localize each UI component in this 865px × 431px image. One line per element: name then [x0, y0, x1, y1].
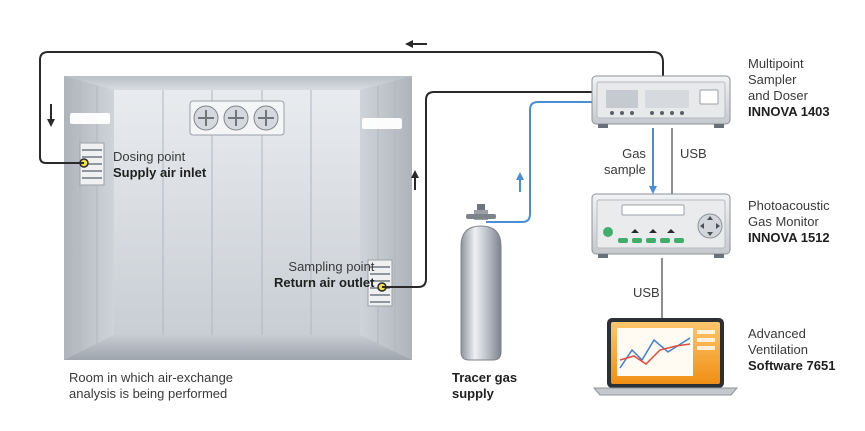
usb-lower-label: USB: [633, 285, 660, 301]
gas-sample-line1: Gas: [622, 146, 646, 161]
ceiling-light-right: [362, 118, 402, 129]
multipoint-sampler-device: [591, 75, 731, 128]
usb-lower-text: USB: [633, 285, 660, 300]
sampling-point-label: Sampling point Return air outlet: [274, 259, 374, 291]
gas-monitor-device: [591, 193, 731, 258]
room-caption: Room in which air-exchange analysis is b…: [69, 370, 233, 402]
tracer-gas-line1: Tracer gas: [452, 370, 518, 385]
sampler-line1: Multipoint: [748, 56, 804, 71]
dosing-point-text: Dosing point: [113, 149, 186, 164]
gas-sample-tube: [649, 128, 657, 194]
usb-upper-text: USB: [680, 146, 707, 161]
room-caption-line1: Room in which air-exchange: [69, 370, 234, 385]
software-model: Software 7651: [748, 358, 836, 373]
vent-grille-icon: [79, 142, 105, 186]
gas-sample-label: Gas sample: [604, 146, 646, 178]
flow-arrow-icon: [516, 172, 524, 192]
sampling-point-text: Sampling point: [288, 259, 375, 274]
software-label: Advanced Ventilation Software 7651: [748, 326, 835, 374]
dosing-tube: [39, 51, 664, 164]
flow-arrow-icon: [411, 170, 419, 190]
gas-cylinder-icon: [460, 204, 502, 361]
supply-air-inlet-text: Supply air inlet: [113, 165, 207, 180]
sampler-line2: Sampler: [748, 72, 797, 87]
software-line1: Advanced: [748, 326, 806, 341]
room: [64, 76, 412, 360]
fan-icon: [189, 100, 285, 136]
flow-arrow-icon: [47, 104, 55, 127]
sampling-tube: [382, 91, 592, 288]
gas-sample-line2: sample: [604, 162, 646, 177]
monitor-label: Photoacoustic Gas Monitor INNOVA 1512: [748, 198, 830, 246]
ceiling-light-left: [70, 113, 110, 124]
monitor-line1: Photoacoustic: [748, 198, 830, 213]
sampler-label: Multipoint Sampler and Doser INNOVA 1403: [748, 56, 830, 120]
tracer-gas-tube: [486, 101, 592, 223]
monitor-model: INNOVA 1512: [748, 230, 830, 245]
monitor-line2: Gas Monitor: [748, 214, 819, 229]
return-air-outlet-text: Return air outlet: [274, 275, 375, 290]
flow-arrow-icon: [405, 40, 427, 48]
tracer-gas-label: Tracer gas supply: [452, 370, 517, 402]
sampler-model: INNOVA 1403: [748, 104, 830, 119]
sampler-line3: and Doser: [748, 88, 808, 103]
usb-upper-label: USB: [680, 146, 707, 162]
laptop-icon: [592, 318, 739, 396]
dosing-point-label: Dosing point Supply air inlet: [113, 149, 206, 181]
tracer-gas-line2: supply: [452, 386, 494, 401]
software-line2: Ventilation: [748, 342, 808, 357]
room-caption-line2: analysis is being performed: [69, 386, 228, 401]
